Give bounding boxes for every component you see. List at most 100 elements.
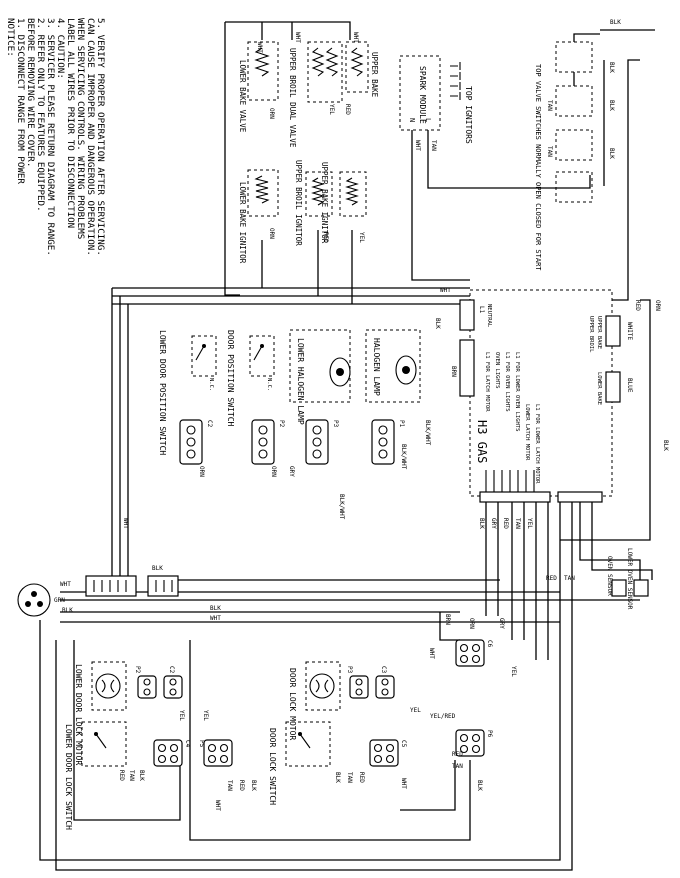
wire-label-blk: BLK [478,518,485,529]
connector-c2: C2 [179,419,213,465]
control-board: H3 GAS L1 NEUTRAL L1 FOR LATCH MOTOR OVE… [459,289,633,503]
wire-label-red: RED [634,300,641,311]
lower-bake-valve: LOWER BAKE VALVE WHT ORN [238,41,279,133]
bus-wires [39,21,655,871]
wire-label-red: RED [358,772,365,783]
wire-label-grn: GRN [54,597,65,604]
wire-label-brn: BRN [450,366,457,377]
label-p6: P6 [486,730,493,738]
notice-line: 5. VERIFY PROPER OPERATION AFTER SERVICI… [95,18,106,256]
wire-label-blk: BLK [152,565,163,572]
wire-label-yel: YEL [410,707,421,714]
label-oven-lights: OVEN LIGHTS [494,352,500,388]
wire-label-tan: TAN [546,146,553,157]
lower-bake-ignitor-label: LOWER BAKE IGNITOR [238,182,247,264]
wire-label-gry: GRY [498,618,505,629]
connector-p5: P5 [198,739,233,767]
wire-label-blk: BLK [250,780,257,791]
lower-bake-valve-label: LOWER BAKE VALVE [238,60,247,133]
spark-module-label: SPARK MODULE [418,66,427,124]
terminal-nc: N.C. [266,378,272,391]
connector-p6: P6 [455,729,493,757]
wire-label-orn: ORN [270,466,277,477]
top-ignitors: TOP IGNITORS [450,62,473,144]
wire-label-tan: TAN [546,100,553,111]
label-upper-broil: UPPER BROIL [588,316,594,353]
lower-oven-sensor: LOWER OVEN SENSOR [626,548,649,610]
wire-label-orn: ORN [468,618,475,629]
wire-label-yel: YEL [178,710,185,721]
lower-bake-ignitor: LOWER BAKE IGNITOR ORN [238,169,279,264]
wire-label-yel: YEL [202,710,209,721]
lower-door-position-switch: LOWER DOOR POSITION SWITCH N.C. [158,330,217,455]
spark-module: SPARK MODULE N L WHT TAN [399,55,441,151]
wire-label-red: RED [344,104,351,115]
notice-line: LABEL ALL WIRES PRIOR TO DISCONNECTION [65,18,76,228]
notice-line: NOTICE: [5,18,16,57]
wire-label-blk-wht: BLK/WHT [424,420,431,446]
terminal-strip: BLK WHT [60,565,179,597]
upper-bake-label: UPPER BAKE [370,52,379,98]
wire-label-tan: TAN [452,763,463,770]
label-c3: C3 [380,666,387,674]
label-p1: P1 [398,420,405,428]
lower-oven-sensor-label: LOWER OVEN SENSOR [626,548,633,610]
lower-door-lock-motor: LOWER DOOR LOCK MOTOR [74,661,127,765]
wire-label-wht: WHT [428,648,435,659]
terminal-l: L [424,118,432,122]
door-position-switch: DOOR POSITION SWITCH N.C. [226,330,275,427]
door-lock-motor: DOOR LOCK MOTOR [288,661,341,740]
wire-label-tan: TAN [514,518,521,529]
wire-label-blk-wht: BLK/WHT [338,494,345,520]
label-blue: BLUE [626,378,633,393]
label-l1-oven-lights: L1 FOR OVEN LIGHTS [504,352,510,412]
terminal-neutral: NEUTRAL [486,304,492,328]
notice-line: 3. SERVICER PLEASE RETURN DIAGRAM TO RAN… [45,18,56,256]
wire-label-wht: WHT [400,778,407,789]
wire-label-blk: BLK [62,607,73,614]
wire-label-yel: YEL [358,232,365,243]
wire-label-yel: YEL [328,104,335,115]
wire-label-wht: WHT [122,518,129,529]
label-p3: P3 [332,420,339,428]
control-label: H3 GAS [475,420,489,463]
wire-label-wht: WHT [414,140,421,151]
wire-label-blk: BLK [434,318,441,329]
wire-label-blk: BLK [608,100,615,111]
terminal-l1: L1 [478,306,485,314]
connector-p2-lower: P2 [134,666,157,699]
wire-label-red: RED [118,770,125,781]
wire-label-tan: TAN [226,780,233,791]
wire-label-red: RED [502,518,509,529]
door-lock-motor-label: DOOR LOCK MOTOR [288,668,297,740]
top-valve-switches: TOP VALVE SWITCHES NORMALLY OPEN CLOSED … [534,19,621,271]
wire-label-blk: BLK [476,780,483,791]
connector-c2-lower: C2 [163,666,183,699]
wire-label-blk: BLK [608,62,615,73]
wire-label-wht: WHT [352,32,359,43]
wire-label-orn: ORN [268,228,275,239]
upper-broil-valve-label: UPPER BROIL DUAL VALVE [288,48,297,148]
notice-block: NOTICE: 1. DISCONNECT RANGE FROM POWER B… [5,18,106,256]
upper-broil-ignitor: UPPER BROIL IGNITOR RED [294,160,333,246]
terminal-nc: N.C. [208,378,214,391]
wire-label-blk: BLK [210,605,221,612]
label-upper-bake: UPPER BAKE [596,316,602,349]
wire-label-orn: ORN [654,300,661,311]
wire-label-blk: BLK [610,19,621,26]
notice-line: CAN CAUSE IMPROPER AND DANGEROUS OPERATI… [85,18,96,256]
wire-labels: WHT BLK BRN BLK/WHT BLK/WHT BLK/WHT GRY … [62,287,669,811]
wire-label-blk: BLK [334,772,341,783]
upper-bake-ignitor: UPPER BAKE IGNITOR YEL [320,162,367,244]
halogen-lamp-label: HALOGEN LAMP [372,338,381,396]
wire-label-wht: WHT [214,800,221,811]
label-l1-lower-oven-lights: L1 FOR LOWER OVEN LIGHTS [514,352,520,431]
wire-label-blk: BLK [662,440,669,451]
label-l1-lower-latch-motor: L1 FOR LOWER LATCH MOTOR [534,404,540,484]
wire-label-tan: TAN [564,575,575,582]
connector-c4: C4 [153,739,191,767]
notice-line: WHEN SERVICING CONTROLS. WIRING PROBLEMS [75,18,86,239]
power-cord-plug: GRN [17,583,65,617]
label-p2: P2 [278,420,285,428]
